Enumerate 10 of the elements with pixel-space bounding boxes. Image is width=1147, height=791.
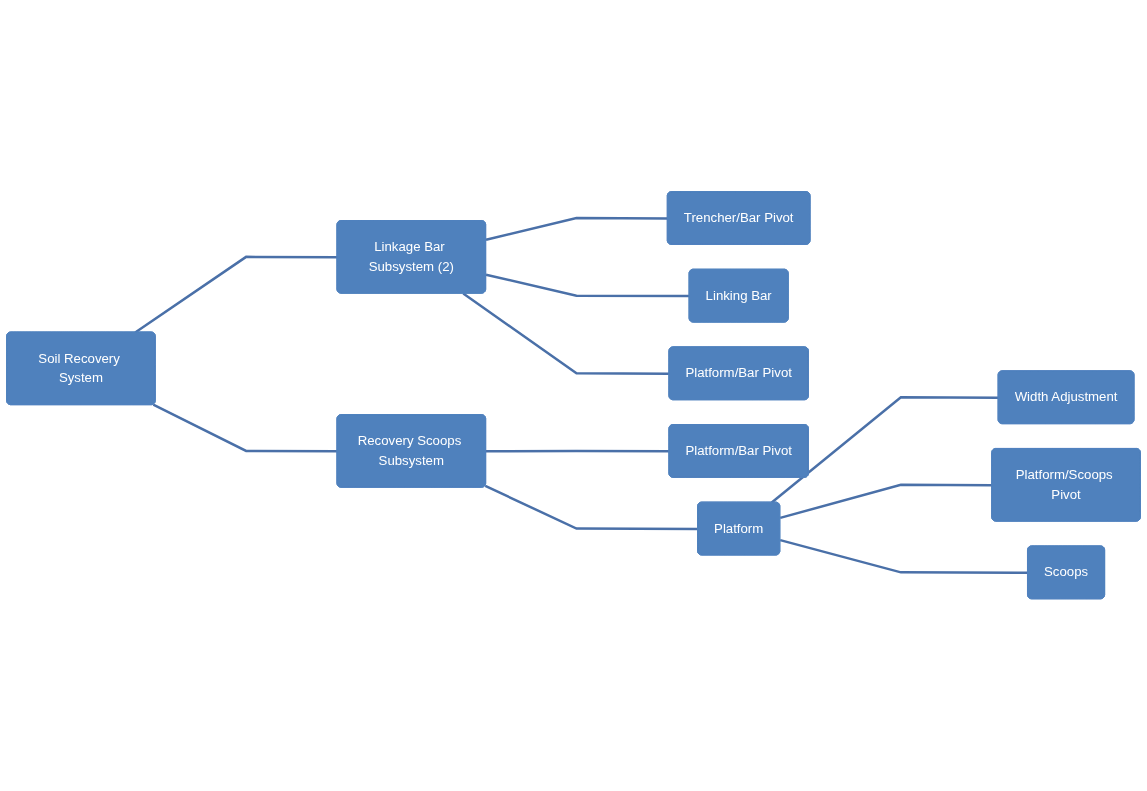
connector	[486, 450, 670, 453]
connector	[770, 396, 999, 504]
connector	[485, 217, 668, 242]
connector	[484, 485, 698, 531]
connector	[134, 255, 338, 334]
connector	[152, 403, 338, 453]
connector	[779, 483, 993, 520]
connector	[462, 292, 670, 376]
connector	[485, 273, 690, 298]
connector	[779, 539, 1028, 575]
